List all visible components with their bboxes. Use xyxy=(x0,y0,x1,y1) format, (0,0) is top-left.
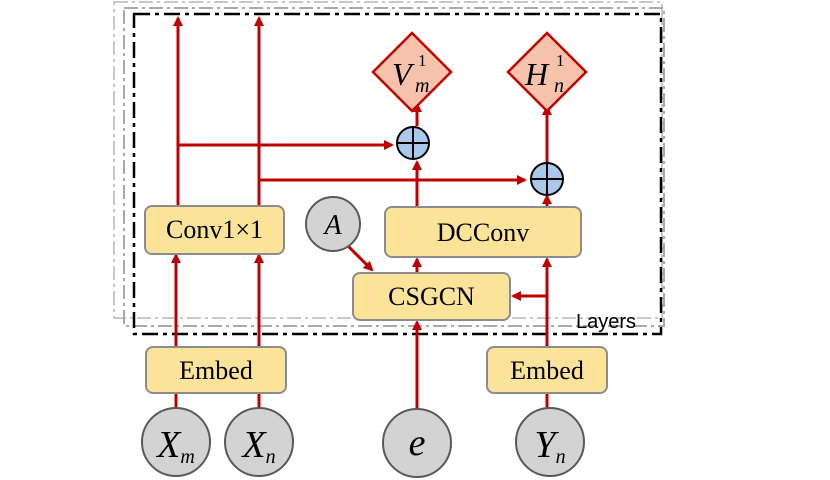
svg-text:m: m xyxy=(415,75,429,97)
conv-block: Conv1×1 xyxy=(144,205,285,255)
embed-block-right: Embed xyxy=(486,346,608,394)
svg-text:DCConv: DCConv xyxy=(437,218,529,247)
plus-operator-left xyxy=(396,126,430,160)
output-h: H 1 n xyxy=(506,31,588,113)
svg-text:V: V xyxy=(392,56,415,92)
svg-text:1: 1 xyxy=(556,51,565,70)
node-a: A xyxy=(305,196,361,252)
embed-block-left: Embed xyxy=(145,346,287,394)
layers-label: Layers xyxy=(576,311,636,333)
layer-frame-back-outer xyxy=(113,1,663,319)
svg-text:Xn: Xn xyxy=(240,424,275,468)
svg-text:1: 1 xyxy=(418,51,427,70)
input-e: e xyxy=(382,408,452,478)
svg-text:A: A xyxy=(322,210,342,241)
svg-text:Yn: Yn xyxy=(534,424,565,468)
layer-frame xyxy=(132,12,663,336)
svg-text:H: H xyxy=(524,56,550,92)
plus-operator-right xyxy=(530,162,564,196)
svg-text:CSGCN: CSGCN xyxy=(388,282,475,311)
svg-text:Conv1×1: Conv1×1 xyxy=(166,215,263,244)
dcconv-block: DCConv xyxy=(384,206,582,258)
svg-text:e: e xyxy=(409,422,426,464)
csgcn-block: CSGCN xyxy=(352,272,511,321)
arrows xyxy=(171,16,552,410)
layer-frame-back-inner xyxy=(123,7,665,327)
svg-text:Xm: Xm xyxy=(155,424,195,468)
input-xn: Xn xyxy=(224,407,294,477)
svg-text:Embed: Embed xyxy=(510,356,584,385)
svg-text:Embed: Embed xyxy=(179,356,253,385)
svg-text:n: n xyxy=(554,75,564,97)
input-xm: Xm xyxy=(141,407,211,477)
input-yn: Yn xyxy=(515,407,585,477)
output-v: V 1 m xyxy=(371,31,453,113)
